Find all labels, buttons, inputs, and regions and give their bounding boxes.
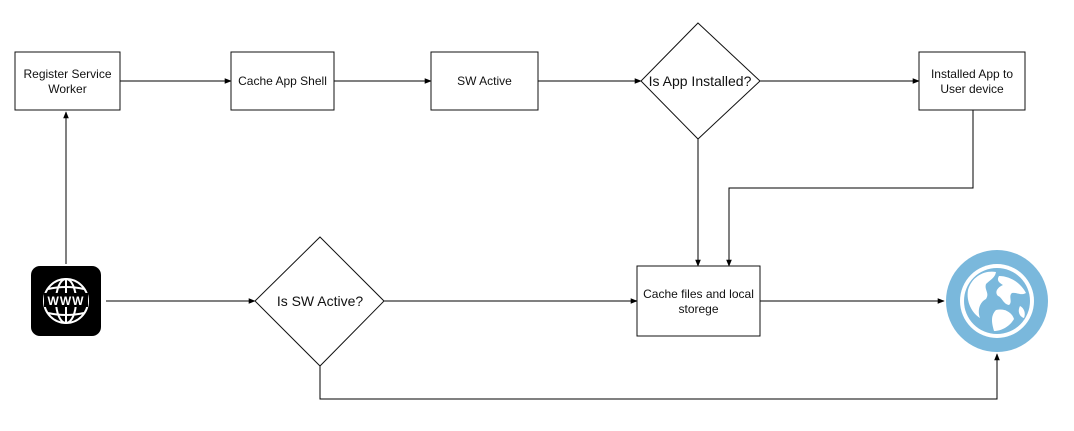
register-service-worker-box: Register Service Worker — [14, 51, 121, 111]
installed-app-line-1: Installed App to — [931, 67, 1013, 81]
www-globe-icon: WWW — [31, 266, 101, 336]
register-line-2: Worker — [48, 82, 86, 96]
is-app-installed-diamond: Is App Installed? — [640, 22, 761, 140]
sw-active-label: SW Active — [457, 74, 512, 88]
edge-installed-app-to-cache-files — [726, 110, 974, 267]
cache-app-shell-label: Cache App Shell — [238, 74, 327, 88]
cache-files-line-1: Cache files and local — [643, 287, 754, 301]
installed-app-line-2: User device — [940, 82, 1004, 96]
is-sw-active-label: Is SW Active? — [277, 293, 364, 309]
cache-files-box: Cache files and local storege — [636, 265, 761, 337]
earth-globe-icon — [946, 250, 1048, 352]
is-sw-active-diamond: Is SW Active? — [254, 236, 385, 367]
cache-files-line-2: storege — [678, 302, 718, 316]
is-app-installed-label: Is App Installed? — [649, 73, 752, 89]
edges — [63, 78, 1000, 400]
cache-app-shell-box: Cache App Shell — [230, 51, 335, 111]
edge-is-sw-active-to-globe — [319, 353, 1000, 400]
svg-text:WWW: WWW — [48, 294, 85, 308]
register-line-1: Register Service — [23, 67, 111, 81]
sw-active-box: SW Active — [430, 51, 539, 111]
installed-app-box: Installed App to User device — [918, 51, 1026, 111]
